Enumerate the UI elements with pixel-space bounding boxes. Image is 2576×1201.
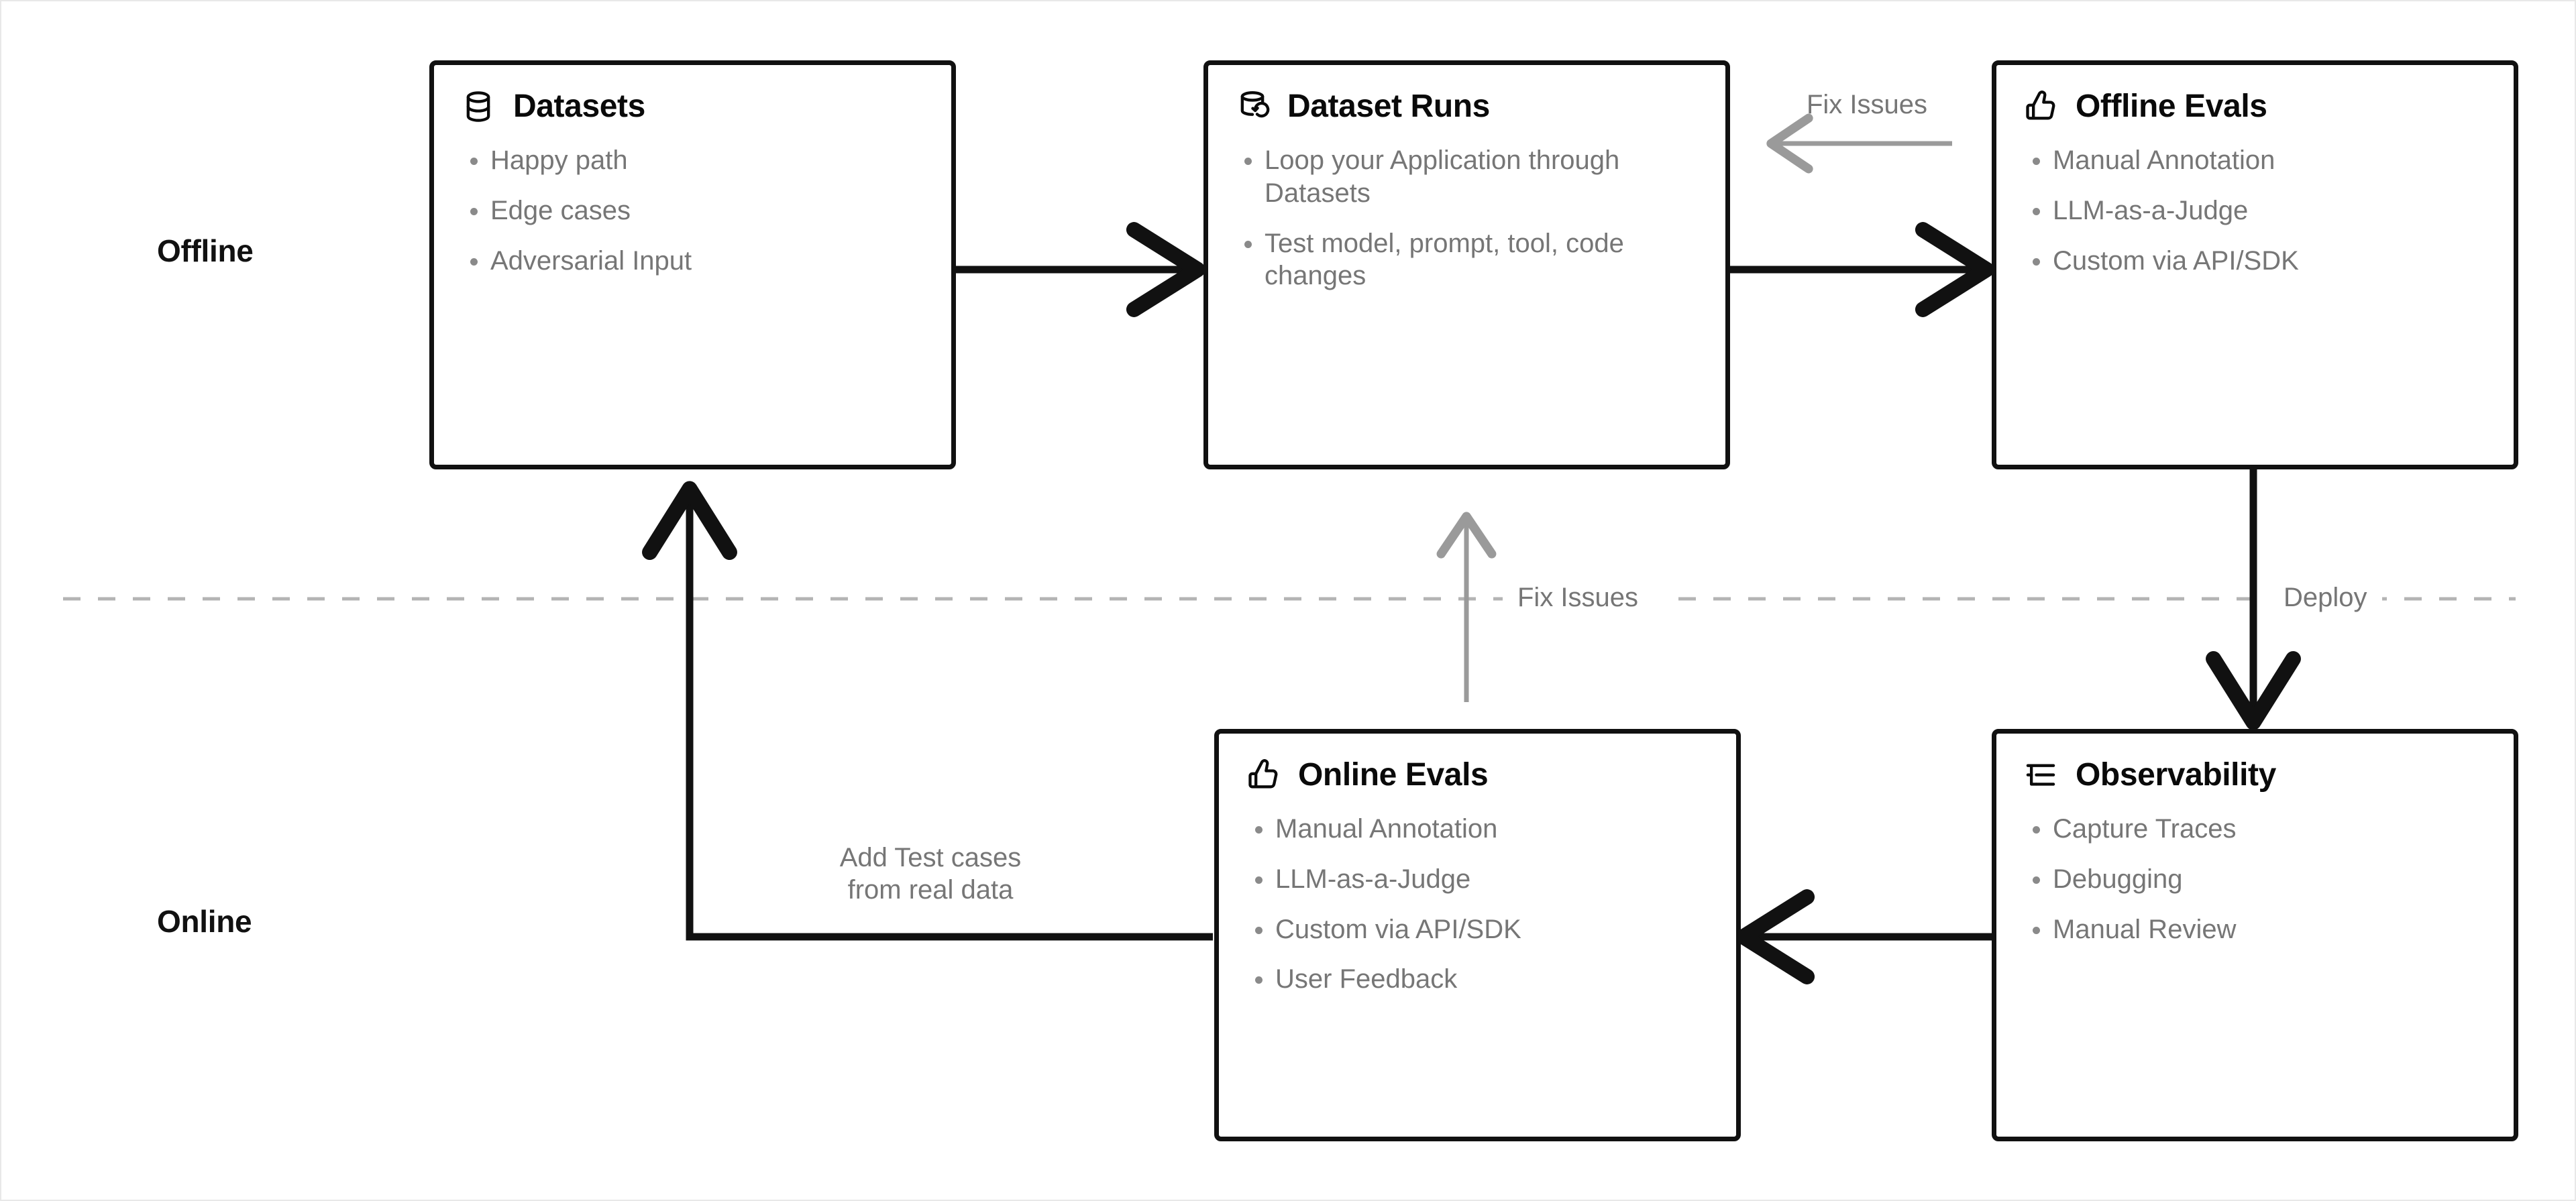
bullet-item: Capture Traces xyxy=(2023,813,2487,846)
thumbs-up-icon xyxy=(2023,89,2058,124)
node-datasets-bullets: Happy path Edge cases Adversarial Input xyxy=(461,144,924,277)
edge-label-add-test-cases: Add Test cases from real data xyxy=(790,842,1071,906)
node-dataset-runs-header: Dataset Runs xyxy=(1235,89,1699,124)
node-observability-title: Observability xyxy=(2076,756,2276,793)
bullet-item: Debugging xyxy=(2023,863,2487,896)
bullet-item: Test model, prompt, tool, code changes xyxy=(1235,227,1699,293)
database-refresh-icon xyxy=(1235,89,1270,124)
bullet-item: Manual Annotation xyxy=(1246,813,1709,846)
list-tree-icon xyxy=(2023,758,2058,793)
node-offline-evals-title: Offline Evals xyxy=(2076,88,2267,124)
node-datasets-header: Datasets xyxy=(461,89,924,124)
bullet-item: LLM-as-a-Judge xyxy=(2023,194,2487,227)
node-observability-bullets: Capture Traces Debugging Manual Review xyxy=(2023,813,2487,946)
section-label-online: Online xyxy=(157,904,252,939)
bullet-item: Manual Annotation xyxy=(2023,144,2487,177)
node-datasets-title: Datasets xyxy=(513,88,645,124)
thumbs-up-icon xyxy=(1246,758,1281,793)
node-observability[interactable]: Observability Capture Traces Debugging M… xyxy=(1992,729,2518,1141)
section-label-offline: Offline xyxy=(157,233,254,268)
edge-label-add-test-cases-line1: Add Test cases xyxy=(839,843,1022,872)
node-dataset-runs-bullets: Loop your Application through Datasets T… xyxy=(1235,144,1699,292)
bullet-item: Manual Review xyxy=(2023,913,2487,946)
node-offline-evals-header: Offline Evals xyxy=(2023,89,2487,124)
bullet-item: Edge cases xyxy=(461,194,924,227)
node-online-evals-header: Online Evals xyxy=(1246,758,1709,793)
bullet-item: Happy path xyxy=(461,144,924,177)
edge-label-add-test-cases-line2: from real data xyxy=(847,875,1014,905)
node-offline-evals[interactable]: Offline Evals Manual Annotation LLM-as-a… xyxy=(1992,60,2518,469)
bullet-item: Adversarial Input xyxy=(461,245,924,278)
node-datasets[interactable]: Datasets Happy path Edge cases Adversari… xyxy=(429,60,956,469)
bullet-item: Custom via API/SDK xyxy=(2023,245,2487,278)
bullet-item: Loop your Application through Datasets xyxy=(1235,144,1699,210)
bullet-item: Custom via API/SDK xyxy=(1246,913,1709,946)
bullet-item: User Feedback xyxy=(1246,963,1709,996)
node-dataset-runs-title: Dataset Runs xyxy=(1287,88,1490,124)
node-online-evals-title: Online Evals xyxy=(1298,756,1489,793)
database-icon xyxy=(461,89,496,124)
edge-label-deploy: Deploy xyxy=(2269,581,2382,614)
node-offline-evals-bullets: Manual Annotation LLM-as-a-Judge Custom … xyxy=(2023,144,2487,277)
node-observability-header: Observability xyxy=(2023,758,2487,793)
edge-label-fix-issues-top: Fix Issues xyxy=(1806,90,1928,119)
bullet-item: LLM-as-a-Judge xyxy=(1246,863,1709,896)
edge-label-fix-issues-middle: Fix Issues xyxy=(1503,581,1654,614)
node-online-evals-bullets: Manual Annotation LLM-as-a-Judge Custom … xyxy=(1246,813,1709,996)
node-dataset-runs[interactable]: Dataset Runs Loop your Application throu… xyxy=(1203,60,1730,469)
node-online-evals[interactable]: Online Evals Manual Annotation LLM-as-a-… xyxy=(1214,729,1741,1141)
